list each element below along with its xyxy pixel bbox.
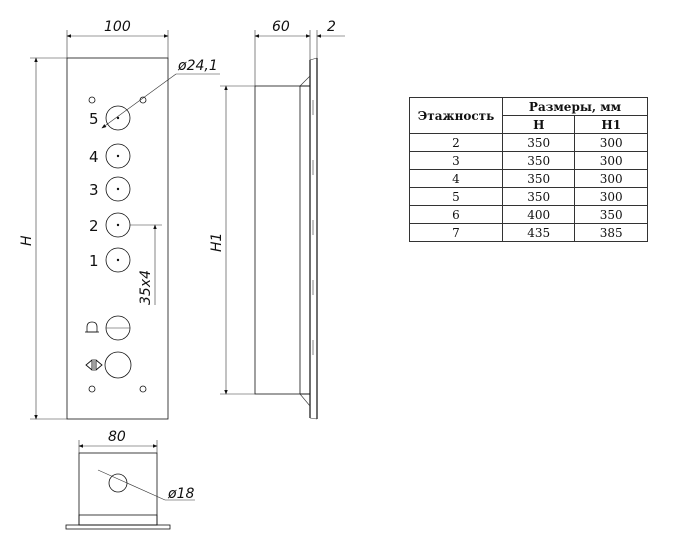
table-row: 3 350 300 [409,151,648,170]
size-table: Этажность Размеры, мм H H1 2 350 300 3 3… [409,97,648,242]
table-row: 4 350 300 [409,169,648,188]
dim-hole-diameter: ø24,1 [177,58,218,74]
cell-floors: 6 [409,205,503,224]
cell-h1: 300 [574,133,648,152]
front-panel-outline [66,57,169,420]
dim-front-width: 100 [104,19,131,35]
dim-bottom-hole: ø18 [167,486,194,502]
floor-buttons: 5 4 3 2 1 [89,105,131,273]
floor-label-1: 1 [89,252,99,270]
cell-floors: 5 [409,187,503,206]
floor-label-2: 2 [89,217,99,235]
header-h: H [501,115,576,134]
side-view: 60 2 H1 [209,19,345,420]
dim-height-h: H [19,235,35,246]
header-floors: Этажность [409,97,503,134]
cell-h1: 385 [574,223,648,242]
header-sizes: Размеры, мм [502,97,648,116]
cell-h: 350 [501,169,576,188]
cell-h: 350 [501,187,576,206]
table-row: 2 350 300 [409,133,648,152]
bottom-hole [108,473,128,493]
cell-h: 350 [501,151,576,170]
cell-floors: 7 [409,223,503,242]
cell-h1: 300 [574,151,648,170]
door-open-close-icon [85,359,103,371]
cell-h1: 350 [574,205,648,224]
cell-h: 435 [501,223,576,242]
side-box-outline [254,85,311,395]
header-h1: H1 [574,115,648,134]
cell-h: 350 [501,133,576,152]
cell-floors: 4 [409,169,503,188]
dim-flange: 2 [327,19,336,35]
cell-floors: 3 [409,151,503,170]
table-row: 7 435 385 [409,223,648,242]
floor-label-5: 5 [89,110,99,128]
dim-side-depth: 60 [272,19,290,35]
floor-button-4 [105,143,131,169]
mounting-hole [88,96,96,104]
bottom-box-outline [78,452,158,526]
floor-button-1 [105,247,131,273]
mounting-hole [88,385,96,393]
cell-floors: 2 [409,133,503,152]
cell-h1: 300 [574,187,648,206]
floor-label-3: 3 [89,181,99,199]
dim-bottom-width: 80 [108,429,126,445]
dim-height-h1: H1 [209,233,225,252]
bottom-view: 80 ø18 [65,429,195,530]
cell-h1: 300 [574,169,648,188]
mounting-hole [139,385,147,393]
floor-button-3 [105,176,131,202]
dim-spacing: 35x4 [138,270,154,305]
door-button [104,351,132,379]
floor-label-4: 4 [89,148,99,166]
cell-h: 400 [501,205,576,224]
front-view: 100 H ø24,1 5 4 3 2 [19,19,220,420]
table-row: 6 400 350 [409,205,648,224]
bell-icon [85,321,99,333]
table-row: 5 350 300 [409,187,648,206]
floor-button-5 [105,105,131,131]
